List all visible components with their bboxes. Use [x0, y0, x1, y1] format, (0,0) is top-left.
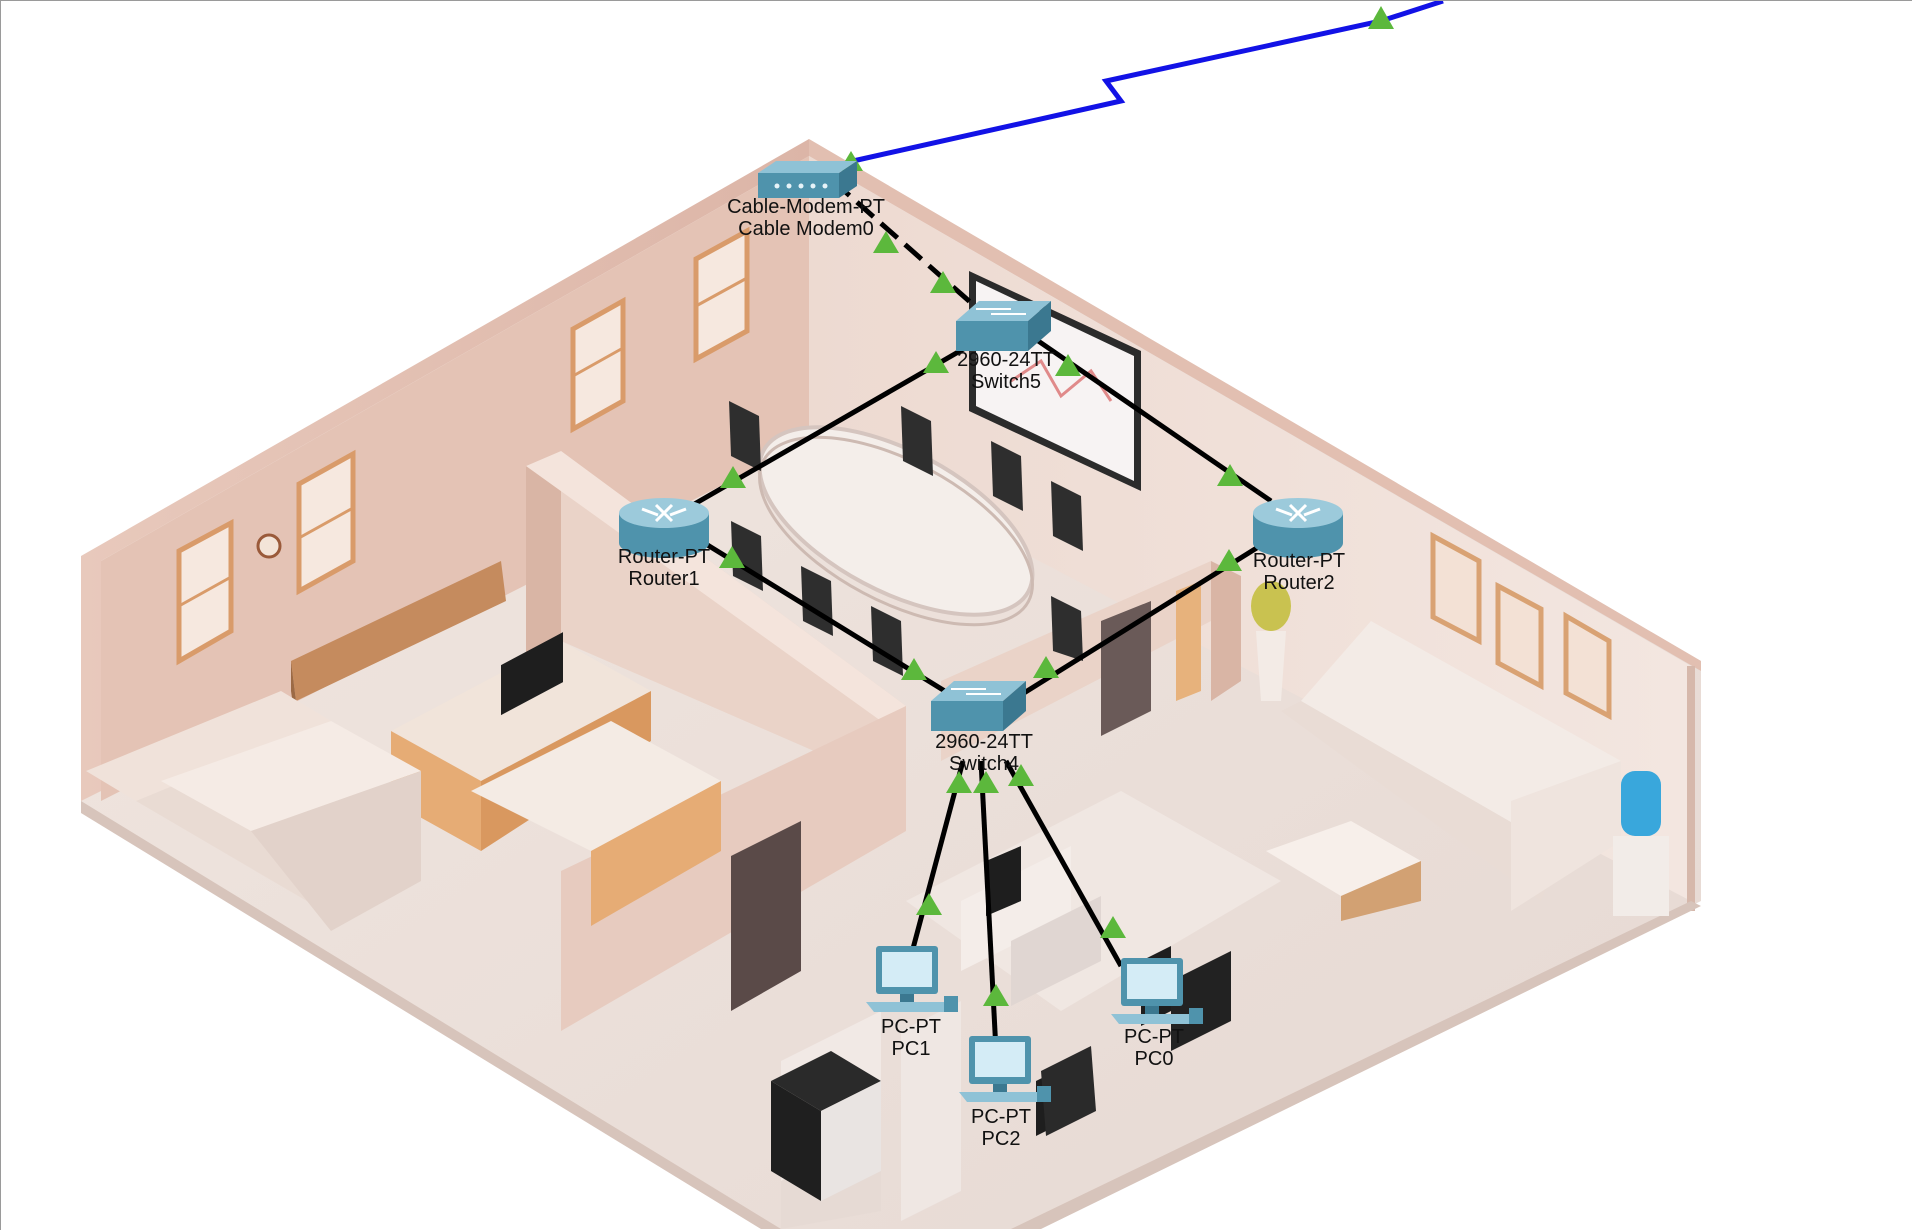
device-name: Switch4	[948, 753, 1020, 775]
link-up-indicator	[1368, 6, 1394, 29]
pc-icon[interactable]	[959, 1036, 1051, 1102]
link-switch4-pc1[interactable]	[908, 760, 966, 957]
floor	[81, 139, 1701, 1229]
device-name: PC1	[891, 1038, 931, 1060]
pc-icon[interactable]	[866, 946, 958, 1012]
back-wall-right	[809, 139, 1701, 671]
link-up-indicator	[720, 466, 746, 488]
cable-modem-icon[interactable]	[758, 161, 857, 198]
link-switch4-pc0[interactable]	[1003, 759, 1124, 968]
device-model: Cable-Modem-PT	[727, 196, 885, 218]
device-label-switch4[interactable]: 2960-24TT Switch4	[935, 731, 1033, 775]
device-model: PC-PT	[971, 1106, 1031, 1128]
device-name: PC0	[1134, 1048, 1174, 1070]
device-model: Router-PT	[617, 546, 711, 568]
sofa	[86, 691, 331, 801]
link-switch4-pc2[interactable]	[978, 760, 999, 1052]
link-up-indicator	[1008, 764, 1034, 786]
link-up-indicator	[1033, 656, 1059, 678]
link-up-indicator	[873, 231, 899, 253]
link-up-indicator	[973, 771, 999, 793]
partition-wall	[526, 451, 561, 656]
device-model: 2960-24TT	[957, 349, 1055, 371]
device-name: Router1	[628, 568, 700, 590]
device-label-pc1[interactable]: PC-PT PC1	[881, 1016, 941, 1060]
link-coax-cloud-modem[interactable]	[852, 1, 1444, 164]
link-up-indicator	[923, 351, 949, 373]
link-up-indicator	[1055, 354, 1081, 376]
router-icon[interactable]	[619, 498, 709, 558]
device-model: 2960-24TT	[935, 731, 1033, 753]
printer	[771, 1051, 881, 1111]
switch-icon[interactable]	[931, 681, 1026, 731]
link-up-indicator	[930, 271, 956, 293]
pc-icon[interactable]	[1111, 958, 1203, 1024]
link-up-indicator	[1216, 549, 1242, 571]
device-label-router2[interactable]: Router-PT Router2	[1253, 550, 1345, 594]
device-label-pc0[interactable]: PC-PT PC0	[1124, 1026, 1184, 1070]
link-up-indicator	[1217, 464, 1243, 486]
link-modem-switch5[interactable]	[831, 179, 988, 318]
device-label-switch5[interactable]: 2960-24TT Switch5	[957, 349, 1055, 393]
link-up-indicator	[916, 893, 942, 915]
link-up-indicator	[983, 984, 1009, 1006]
device-model: PC-PT	[1124, 1026, 1184, 1048]
device-model: Router-PT	[1252, 550, 1346, 572]
device-name: Switch5	[970, 371, 1042, 393]
device-label-pc2[interactable]: PC-PT PC2	[971, 1106, 1031, 1150]
device-label-cable-modem0[interactable]: Cable-Modem-PT Cable Modem0	[727, 196, 885, 240]
device-model: PC-PT	[881, 1016, 941, 1038]
device-name: Cable Modem0	[738, 218, 874, 240]
device-name: Router2	[1263, 572, 1335, 594]
device-label-router1[interactable]: Router-PT Router1	[618, 546, 710, 590]
link-up-indicator	[901, 658, 927, 680]
desk	[391, 641, 651, 781]
device-name: PC2	[981, 1128, 1021, 1150]
link-up-indicator	[946, 771, 972, 793]
switch-icon[interactable]	[956, 301, 1051, 351]
link-up-indicator	[719, 546, 745, 568]
router-icon[interactable]	[1253, 498, 1343, 558]
link-up-indicator	[1100, 916, 1126, 938]
